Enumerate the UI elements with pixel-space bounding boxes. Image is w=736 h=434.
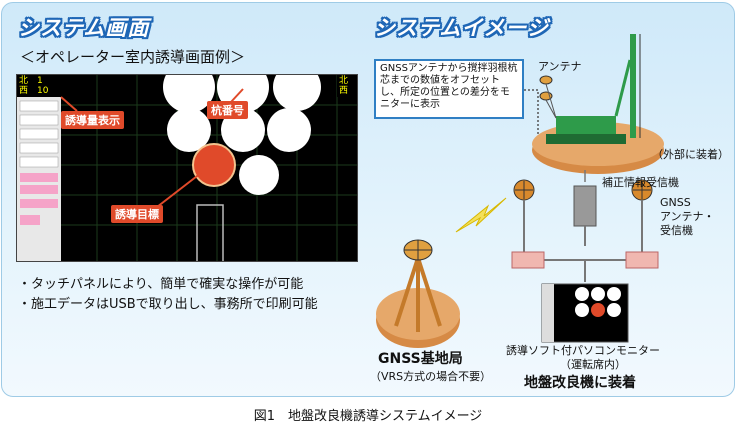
control-button-3[interactable] <box>20 199 58 208</box>
pile-driver-body <box>556 116 616 136</box>
receiver-box-left <box>511 251 545 269</box>
correction-receiver-box <box>573 185 597 227</box>
system-screen-title: システム画面 <box>18 16 150 40</box>
base-station-sublabel: （VRS方式の場合不要） <box>370 370 492 383</box>
gnss-offset-callout: GNSSアンテナから撹拌羽根杭芯までの数値をオフセットし、所定の位置との差分をモ… <box>374 59 524 119</box>
gnss-antenna-right <box>631 179 653 256</box>
antenna-label: アンテナ <box>538 60 582 73</box>
system-diagram <box>376 34 664 348</box>
guidance-target-label: 誘導目標 <box>111 205 163 223</box>
target-circle <box>192 143 236 187</box>
bullet-touch-panel: ・タッチパネルにより、簡単で確実な操作が可能 <box>18 277 304 292</box>
signal-bolt <box>455 197 507 233</box>
base-station-tripod <box>394 257 442 332</box>
base-station-label: GNSS基地局 <box>378 351 463 367</box>
screen-subtitle: ＜オペレーター室内誘導画面例＞ <box>20 48 246 66</box>
end-button[interactable] <box>20 215 40 225</box>
west-readout: 西 10 <box>19 86 49 96</box>
gnss-receiver-label: GNSS アンテナ・ 受信機 <box>660 196 715 237</box>
external-mount-label: （外部に装着） <box>652 148 729 161</box>
bullet-usb-data: ・施工データはUSBで取り出し、事務所で印刷可能 <box>18 297 318 312</box>
guidance-display-label: 誘導量表示 <box>61 111 124 129</box>
operator-screen: 北 1 西 10 北西 誘導量表示 杭番号 誘導目標 <box>16 61 358 262</box>
control-button-2[interactable] <box>20 185 58 194</box>
north-readout: 北 1 <box>19 76 43 86</box>
control-button-1[interactable] <box>20 173 58 182</box>
system-image-title: システムイメージ <box>374 16 549 40</box>
monitor-label: 誘導ソフト付パソコンモニター <box>506 344 660 357</box>
monitor-sublabel: （運転席内） <box>560 358 626 371</box>
figure-caption: 図1 地盤改良機誘導システムイメージ <box>253 409 483 424</box>
installed-label: 地盤改良機に装着 <box>524 375 636 391</box>
north-readout-right: 北西 <box>339 76 349 96</box>
screen-arrows <box>60 88 244 208</box>
correction-receiver-label: 補正情報受信機 <box>602 176 679 189</box>
pile-number-label: 杭番号 <box>207 101 248 119</box>
gnss-antenna-left <box>513 179 535 256</box>
pile-driver-mast <box>630 34 636 138</box>
receiver-box-right <box>625 251 659 269</box>
